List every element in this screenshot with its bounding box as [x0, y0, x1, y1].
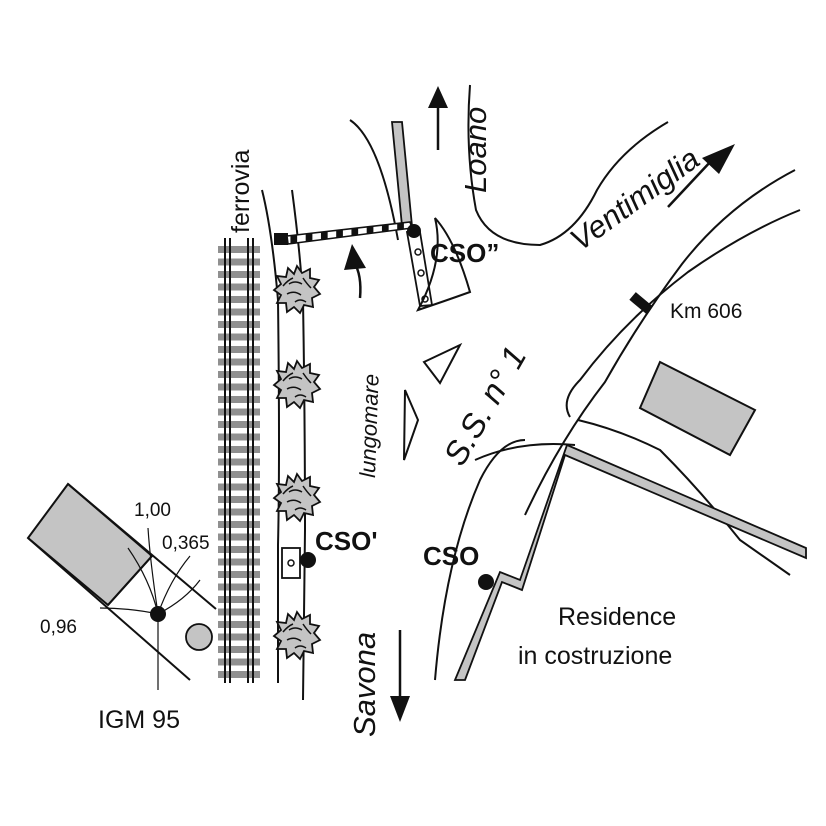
barrier-stripe — [305, 233, 313, 242]
label-cso-double: CSO” — [430, 238, 499, 268]
railway-tie — [218, 421, 260, 428]
barrier-stripe — [381, 224, 389, 232]
cso-point — [478, 574, 494, 590]
label-lungomare: lungomare — [355, 373, 384, 478]
label-cso: CSO — [423, 541, 479, 571]
small-circle-1 — [414, 248, 422, 256]
railway-tie — [218, 433, 260, 441]
tree-1 — [273, 265, 321, 314]
railway-tie — [218, 308, 260, 316]
railway-tie — [218, 346, 260, 353]
lungomare-edge-left — [261, 189, 280, 683]
railway-tie — [218, 621, 260, 628]
traffic-island-top — [415, 217, 472, 312]
label-loano: Loano — [458, 107, 493, 193]
railway-tie — [218, 358, 260, 366]
railway-tie — [218, 508, 260, 516]
label-ss1: S.S. n° 1 — [436, 340, 533, 472]
cso-double-box — [405, 231, 434, 307]
label-dist-100: 1,00 — [134, 500, 171, 521]
railway-tie — [218, 521, 260, 528]
railway-ties — [218, 246, 260, 678]
igm-point — [150, 606, 166, 622]
arrows — [344, 86, 735, 722]
cso-pipe — [453, 443, 807, 681]
railway-tie — [218, 333, 260, 341]
arrow-loano-icon — [428, 86, 448, 150]
traffic-island-1 — [422, 342, 463, 385]
railway-tie — [218, 596, 260, 603]
label-savona: Savona — [347, 632, 382, 737]
railway-tie — [218, 546, 260, 553]
cso-prime-box-circle — [287, 559, 295, 567]
railway-tie — [218, 646, 260, 653]
label-dist-0365: 0,365 — [162, 533, 210, 554]
savona-edge-left — [434, 439, 526, 681]
railway-tie — [218, 383, 260, 391]
railway-tie — [218, 558, 260, 566]
label-residence-1: Residence — [558, 603, 676, 631]
railway-tie — [218, 446, 260, 453]
railway-tie — [218, 321, 260, 328]
arrow-savona-icon — [390, 630, 410, 722]
building-right — [638, 360, 757, 457]
railway-tie — [218, 658, 260, 666]
railway-tie — [218, 496, 260, 503]
railway-tie — [218, 458, 260, 466]
label-ventimiglia: Ventimiglia — [564, 141, 706, 258]
railway-tie — [218, 483, 260, 491]
barrier-stripe — [336, 229, 343, 238]
km-marker — [629, 292, 653, 314]
railway-tie — [218, 258, 260, 266]
railway-tie — [218, 408, 260, 416]
junction-inner-curve — [474, 443, 576, 461]
railway-tie — [218, 533, 260, 541]
barrier-stripe — [351, 227, 359, 236]
tree-4 — [273, 611, 321, 660]
cso-prime-point — [300, 552, 316, 568]
small-circle-2 — [417, 269, 425, 277]
ventimiglia-edge-upper — [524, 169, 796, 516]
railway-tie — [218, 396, 260, 403]
barrier-stripe — [366, 226, 374, 234]
level-crossing-barrier — [274, 221, 414, 245]
label-ferrovia: ferrovia — [227, 150, 255, 233]
barrier-stripe — [397, 222, 404, 230]
label-igm: IGM 95 — [98, 706, 180, 734]
cso-double-point — [407, 224, 421, 238]
igm-inset — [26, 482, 217, 690]
label-km: Km 606 — [670, 300, 742, 323]
arrow-lungomare-icon — [344, 244, 366, 299]
railway-tie — [218, 271, 260, 278]
label-residence-2: in costruzione — [518, 642, 672, 670]
railway-tie — [218, 371, 260, 378]
label-dist-096: 0,96 — [40, 617, 77, 638]
railway-tie — [218, 583, 260, 591]
loano-road-right-edge — [467, 84, 669, 247]
railway-tie — [218, 471, 260, 478]
tree-2 — [273, 360, 321, 409]
barrier-stripe — [290, 234, 298, 244]
railway-tie — [218, 296, 260, 303]
barrier-stripe — [320, 231, 328, 240]
railway-tie — [218, 608, 260, 616]
railway-tie — [218, 671, 260, 678]
railway-tie — [218, 283, 260, 291]
loano-strip — [391, 121, 413, 227]
igm-gray-circle — [185, 623, 213, 651]
curb-top-left — [349, 119, 399, 241]
arrow-ventimiglia-icon — [667, 144, 735, 208]
railway-tie — [218, 571, 260, 578]
tree-3 — [273, 473, 321, 522]
railway-tie — [218, 633, 260, 641]
railway — [218, 238, 260, 683]
traffic-island-2 — [403, 389, 420, 461]
railway-tie — [218, 246, 260, 253]
label-cso-prime: CSO' — [315, 526, 378, 556]
